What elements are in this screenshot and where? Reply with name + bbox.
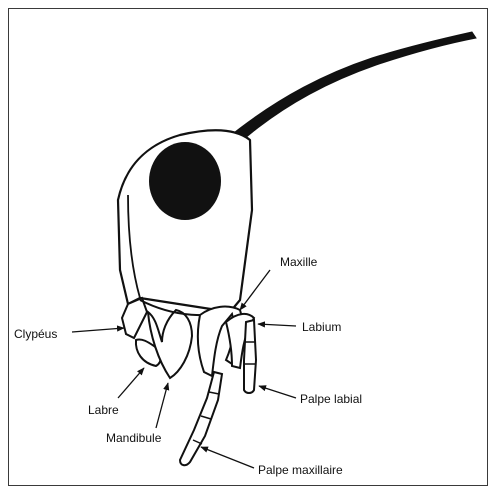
label-clypeus: Clypéus (14, 327, 57, 341)
leader-mandibule (156, 383, 168, 428)
antenna (225, 32, 476, 146)
label-labium: Labium (302, 320, 341, 334)
label-mandibule: Mandibule (106, 431, 162, 445)
label-palpe-maxillaire: Palpe maxillaire (258, 463, 343, 477)
leader-labium (258, 324, 296, 326)
maxillary-palp (180, 372, 222, 465)
label-maxille: Maxille (280, 255, 318, 269)
label-palpe-labial: Palpe labial (300, 392, 362, 406)
leader-palpe-labial (259, 386, 296, 398)
labial-palp (244, 320, 256, 393)
leader-clypeus (72, 328, 124, 332)
leader-palpe-maxillaire (201, 447, 254, 468)
mandible (148, 310, 192, 378)
compound-eye (149, 142, 221, 220)
label-labre: Labre (88, 403, 119, 417)
leader-labre (118, 368, 144, 398)
clypeus (122, 298, 147, 338)
leader-maxille (240, 270, 270, 310)
